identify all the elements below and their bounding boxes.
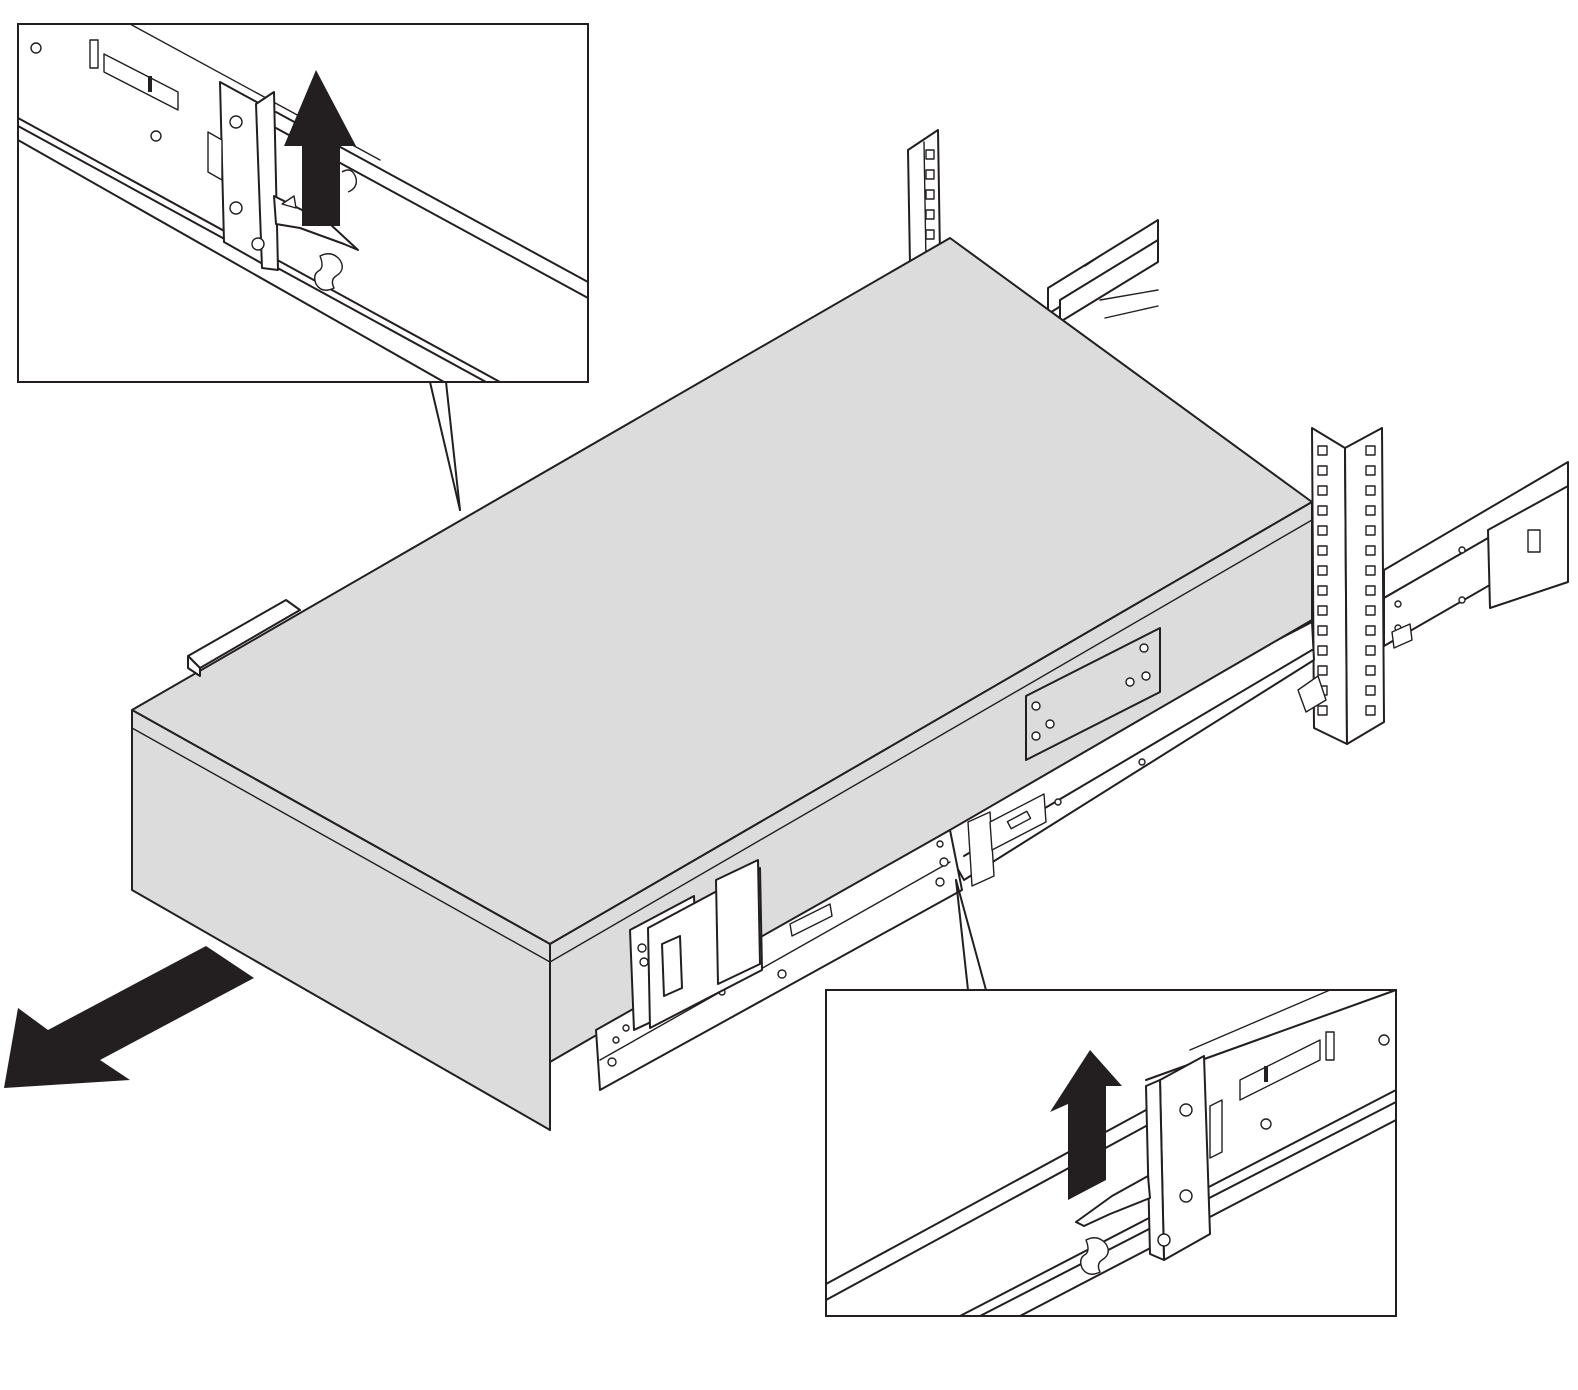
arrow-up-icon xyxy=(1050,1050,1122,1200)
detail-right-rail-latch xyxy=(825,989,1397,1317)
detail-left-rail-latch xyxy=(17,23,589,383)
rear-rail xyxy=(1047,219,1159,323)
callout-leader-top xyxy=(429,381,461,511)
chassis-rail-bracket xyxy=(595,829,963,1091)
rack-front-post xyxy=(1311,427,1385,745)
arrow-pull-out-icon xyxy=(4,946,254,1088)
right-inner-rail xyxy=(929,621,1327,887)
rack-back-post xyxy=(907,129,941,266)
left-rear-handle xyxy=(187,599,301,677)
arrow-up-icon xyxy=(284,70,356,226)
chassis-side-plate xyxy=(1025,627,1161,761)
right-outer-rail xyxy=(1383,461,1569,649)
callout-leader-bottom xyxy=(955,879,987,991)
